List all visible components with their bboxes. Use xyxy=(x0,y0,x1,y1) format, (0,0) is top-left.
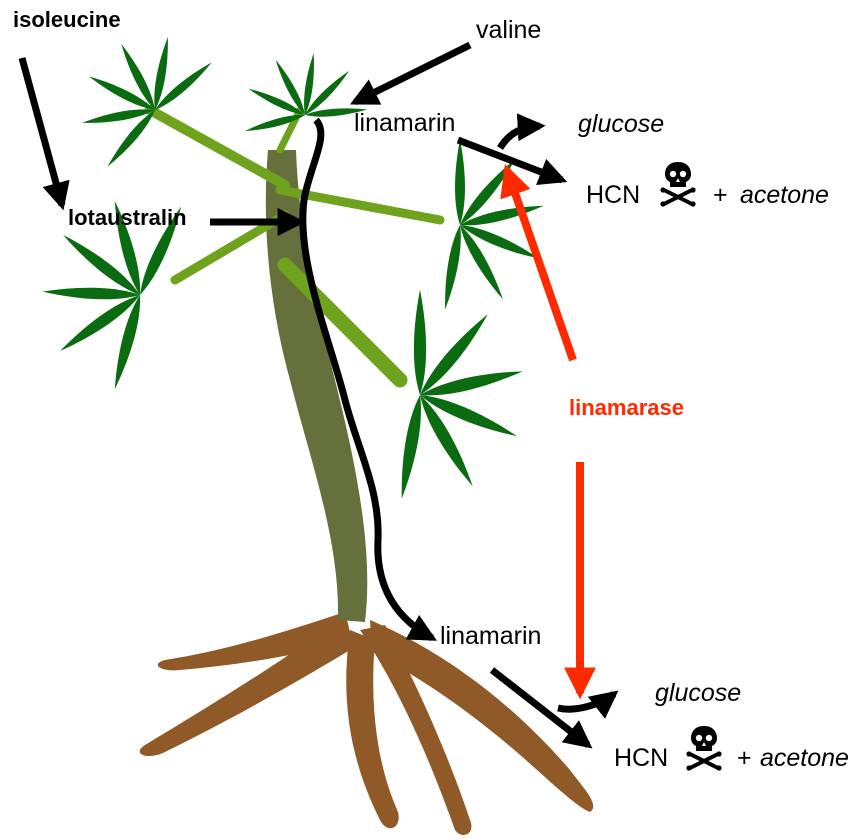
isoleucine-label: isoleucine xyxy=(13,9,121,31)
plus-top-label: + xyxy=(713,183,728,208)
skull-crossbones-icon xyxy=(658,160,698,208)
linamarin-top-label: linamarin xyxy=(354,111,455,136)
hcn-top-label: HCN xyxy=(586,183,640,208)
linamarase-label: linamarase xyxy=(569,397,684,419)
valine-label: valine xyxy=(476,18,541,43)
skull-crossbones-icon xyxy=(684,724,724,772)
linamarin-bottom-label: linamarin xyxy=(440,624,541,649)
glucose-top-label: glucose xyxy=(578,112,664,137)
acetone-top-label: acetone xyxy=(740,183,829,208)
hcn-bottom-label: HCN xyxy=(614,746,668,771)
glucose-bottom-label: glucose xyxy=(655,681,741,706)
acetone-bottom-label: acetone xyxy=(760,746,849,771)
plus-bottom-label: + xyxy=(737,746,752,771)
lotaustralin-label: lotaustralin xyxy=(68,207,187,229)
